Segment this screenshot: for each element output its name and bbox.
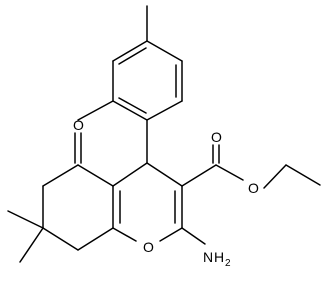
bond: [146, 162, 183, 187]
bond: [42, 227, 79, 251]
bond: [146, 40, 183, 62]
bond: [118, 47, 147, 65]
bond: [159, 227, 183, 242]
amine-h-label: H: [214, 249, 224, 265]
bond: [285, 164, 321, 186]
amine-n-label: N: [203, 249, 213, 265]
bond: [77, 100, 114, 121]
ring-oxygen-label: O: [143, 239, 154, 255]
bond: [112, 100, 148, 121]
bond: [112, 162, 148, 187]
bond: [263, 164, 287, 189]
bond: [181, 164, 217, 187]
bond: [215, 164, 244, 181]
bond: [77, 164, 114, 187]
bond: [42, 164, 79, 187]
bond: [19, 227, 44, 263]
bond: [112, 40, 148, 62]
bond: [181, 227, 206, 245]
bond: [146, 100, 183, 121]
amine-subscript-label: 2: [225, 258, 231, 269]
bond: [77, 227, 114, 251]
carbonyl-oxygen-label: O: [73, 117, 84, 133]
ester-carbonyl-oxygen-label: O: [211, 129, 222, 145]
bond: [7, 210, 44, 229]
bond: [112, 227, 137, 242]
ester-ether-oxygen-label: O: [248, 180, 259, 196]
bond: [118, 97, 147, 114]
